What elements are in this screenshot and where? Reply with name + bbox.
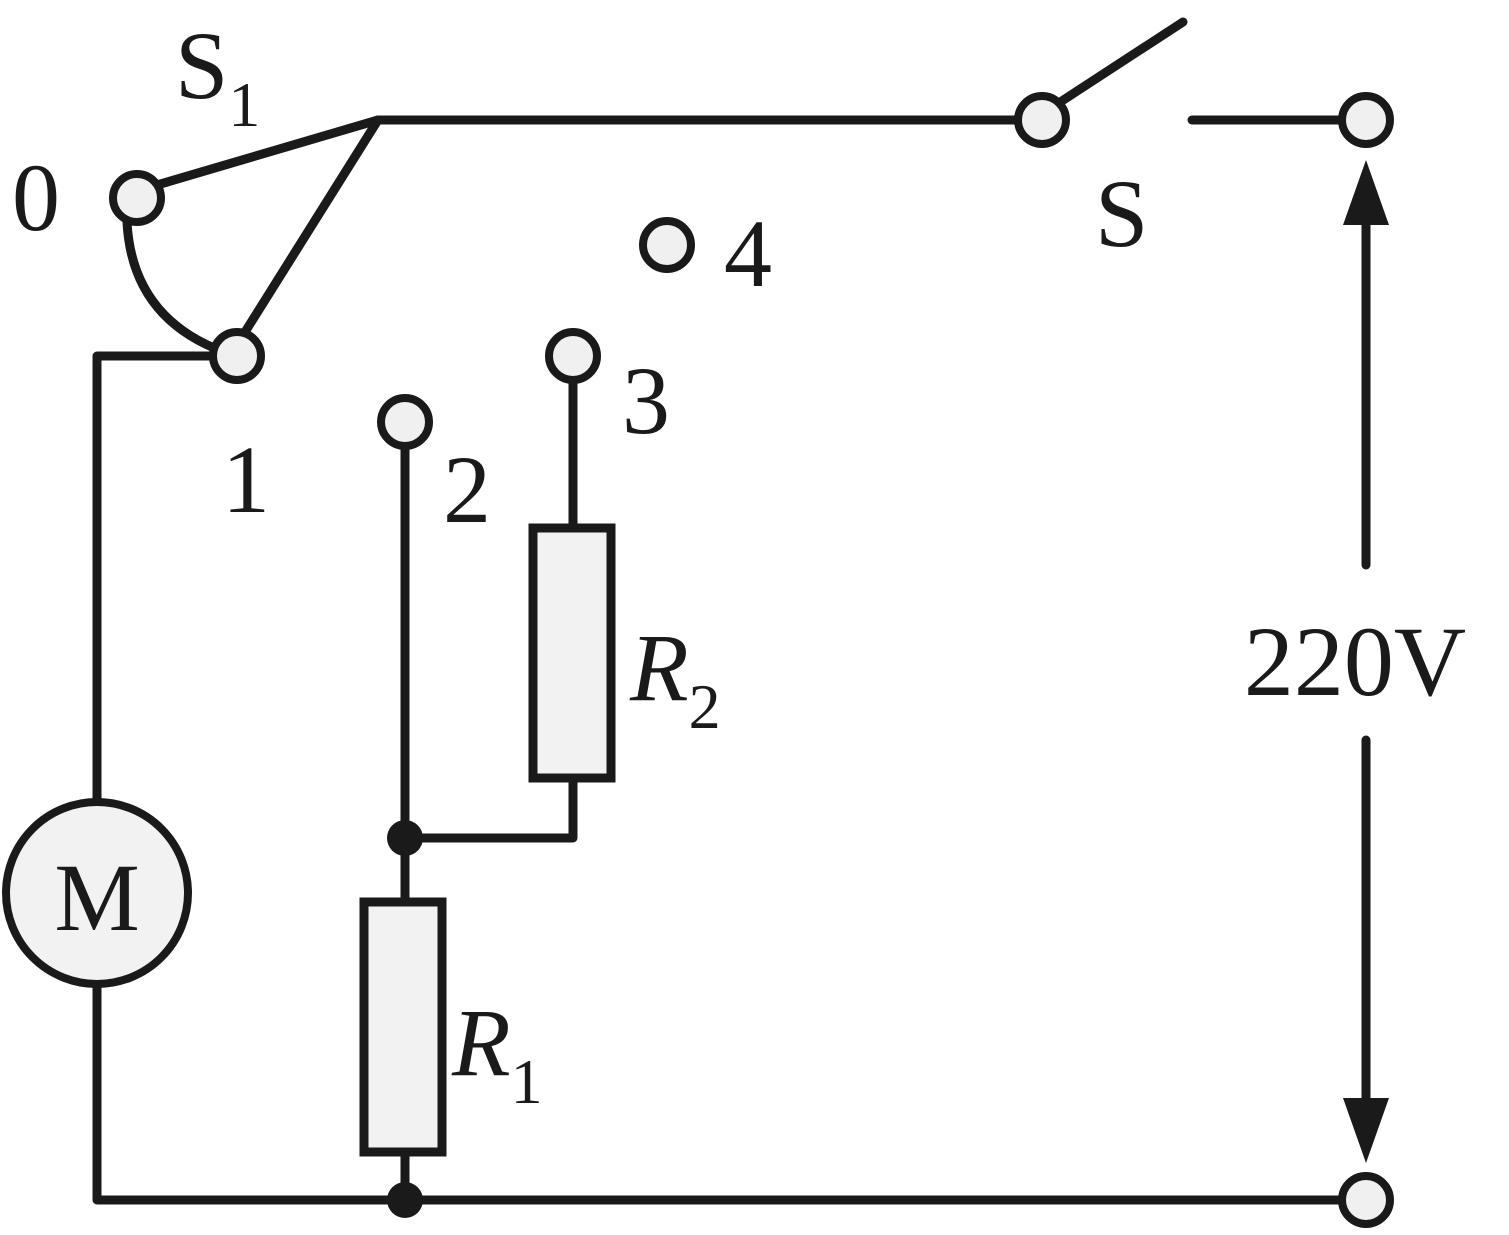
label-position-0: 0: [12, 144, 60, 251]
label-position-1: 1: [222, 426, 270, 533]
voltage-arrow-down-head: [1343, 1098, 1389, 1163]
terminal-2: [377, 394, 433, 450]
wire-motor-bottom: [92, 980, 1347, 1205]
arc-0-to-1: [122, 217, 229, 357]
wire-left-branch: [92, 351, 219, 805]
label-switch-s: S: [1095, 160, 1148, 267]
resistor-r1: [359, 897, 447, 1157]
terminal-0: [109, 170, 165, 226]
label-motor: M: [54, 844, 139, 951]
terminal-3: [545, 328, 601, 384]
terminal-1: [209, 328, 265, 384]
label-supply-voltage: 220V: [1244, 606, 1466, 717]
motor: [2, 798, 192, 988]
label-position-2: 2: [443, 436, 491, 543]
junction-r1-r2: [387, 820, 423, 856]
terminals: [109, 92, 1394, 1228]
terminal-switch-s: [1014, 92, 1070, 148]
wires: [92, 17, 1371, 1205]
selector-blade-to-1: [235, 115, 383, 345]
switch-s-blade: [1040, 17, 1188, 117]
label-s1: S1: [175, 12, 260, 140]
label-position-4: 4: [724, 200, 772, 307]
selector-blade-to-0: [135, 115, 383, 195]
junction-bottom: [387, 1182, 423, 1218]
resistor-r2: [528, 523, 616, 783]
label-r1: R1: [451, 989, 543, 1117]
terminal-4: [639, 217, 695, 273]
terminal-supply-bottom: [1338, 1172, 1394, 1228]
terminal-supply-top: [1338, 92, 1394, 148]
label-r2: R2: [629, 614, 721, 742]
label-position-3: 3: [622, 347, 670, 454]
wire-r2-junction: [400, 775, 578, 843]
voltage-arrow-up-head: [1343, 160, 1389, 225]
